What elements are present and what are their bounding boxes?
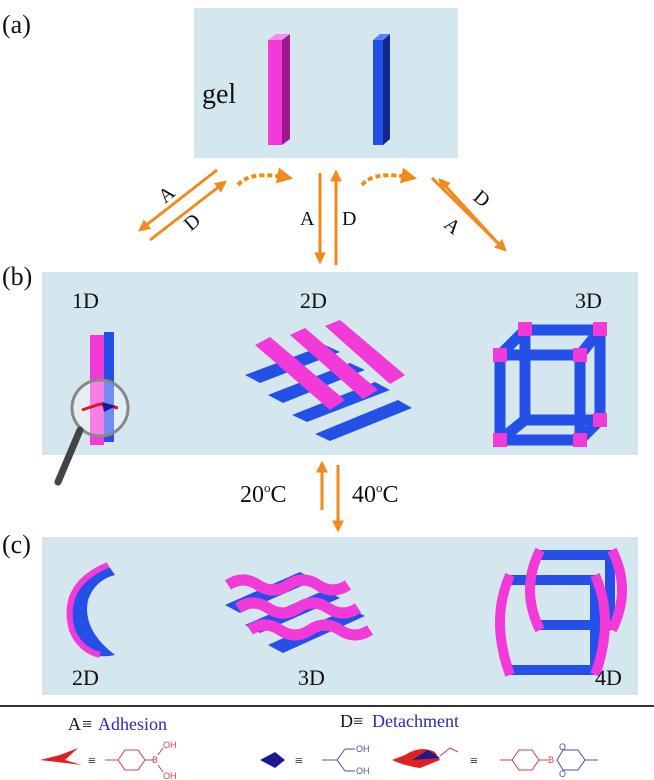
arrow-center-D: D bbox=[342, 208, 356, 230]
2d-curled-strip bbox=[66, 562, 115, 658]
3d-wavy-grid bbox=[224, 572, 374, 653]
gel-label: gel bbox=[202, 79, 236, 110]
temp-high-label: 40oC bbox=[352, 480, 399, 508]
c-4d-label: 4D bbox=[595, 665, 622, 690]
svg-text:OH: OH bbox=[163, 771, 177, 780]
1d-assembly bbox=[54, 332, 130, 486]
legend-a-symbol: A bbox=[68, 714, 81, 734]
panel-c-label: (c) bbox=[2, 530, 31, 559]
panel-a-bg bbox=[194, 8, 458, 158]
b-2d-label: 2D bbox=[300, 288, 327, 313]
b-3d-label: 3D bbox=[575, 288, 602, 313]
svg-text:≡: ≡ bbox=[295, 754, 303, 769]
b-1d-label: 1D bbox=[72, 288, 99, 313]
temp-low-label: 20oC bbox=[240, 480, 287, 508]
magnifier-icon bbox=[70, 378, 130, 438]
c-3d-label: 3D bbox=[298, 665, 325, 690]
svg-text:B: B bbox=[152, 755, 158, 765]
legend-d-label: Detachment bbox=[372, 711, 459, 731]
2d-grid-assembly bbox=[245, 320, 412, 441]
pink-gel-bar bbox=[268, 34, 290, 145]
4d-curved-cube bbox=[495, 547, 627, 677]
3d-cube-assembly bbox=[493, 322, 607, 447]
legend-d-symbol: D bbox=[340, 711, 353, 731]
svg-text:B: B bbox=[548, 755, 554, 765]
blue-gel-bar bbox=[373, 34, 390, 145]
svg-text:OH: OH bbox=[356, 744, 370, 754]
svg-text:OH: OH bbox=[163, 740, 177, 750]
arrow-right-D: D bbox=[469, 186, 494, 212]
arrow-center-A: A bbox=[300, 208, 315, 230]
legend-d-equiv: ≡ bbox=[353, 711, 363, 731]
svg-text:O: O bbox=[559, 769, 566, 779]
adhesion-molecule: ≡ B OH OH bbox=[40, 740, 177, 780]
detachment-molecule: ≡ B O O bbox=[392, 742, 598, 779]
svg-text:OH: OH bbox=[356, 766, 370, 776]
panel-b-label: (b) bbox=[2, 262, 32, 291]
c-2d-label: 2D bbox=[72, 665, 99, 690]
svg-text:≡: ≡ bbox=[470, 754, 478, 769]
svg-text:O: O bbox=[559, 742, 566, 752]
legend-a-equiv: ≡ bbox=[82, 714, 92, 734]
diol-molecule: ≡ OH OH bbox=[255, 744, 370, 776]
transition-arrows bbox=[138, 167, 507, 533]
svg-text:≡: ≡ bbox=[88, 754, 96, 769]
legend-a-label: Adhesion bbox=[98, 714, 167, 734]
arrow-right-A: A bbox=[440, 213, 466, 239]
panel-a-label: (a) bbox=[2, 10, 31, 39]
